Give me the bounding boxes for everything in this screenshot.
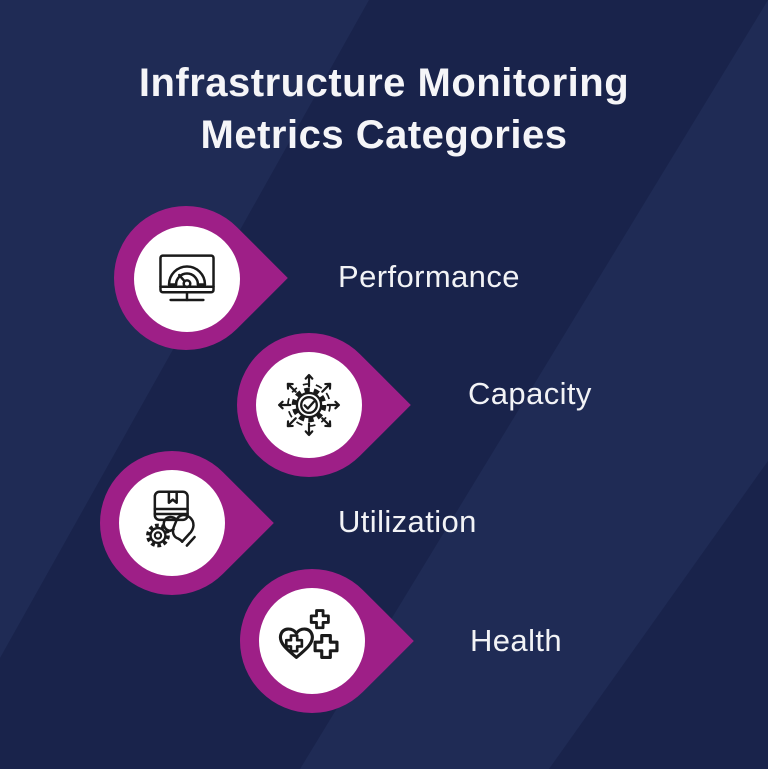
heart-medical-crosses-icon bbox=[278, 609, 339, 659]
hand-package-gear-icon bbox=[146, 490, 196, 548]
category-label-capacity: Capacity bbox=[468, 376, 592, 411]
title-line-1: Infrastructure Monitoring bbox=[138, 61, 630, 105]
category-label-performance: Performance bbox=[338, 259, 520, 294]
category-label-utilization: Utilization bbox=[338, 504, 477, 539]
category-disc-utilization bbox=[119, 470, 225, 576]
category-label-health: Health bbox=[470, 623, 563, 658]
category-disc-capacity bbox=[256, 352, 362, 458]
title-line-2: Metrics Categories bbox=[200, 113, 568, 157]
category-disc-performance bbox=[134, 226, 240, 332]
gear-expand-arrows-icon bbox=[277, 373, 341, 437]
page-title: Infrastructure Monitoring Metrics Catego… bbox=[0, 57, 768, 161]
monitor-gauge-icon bbox=[159, 254, 215, 302]
category-disc-health bbox=[259, 588, 365, 694]
